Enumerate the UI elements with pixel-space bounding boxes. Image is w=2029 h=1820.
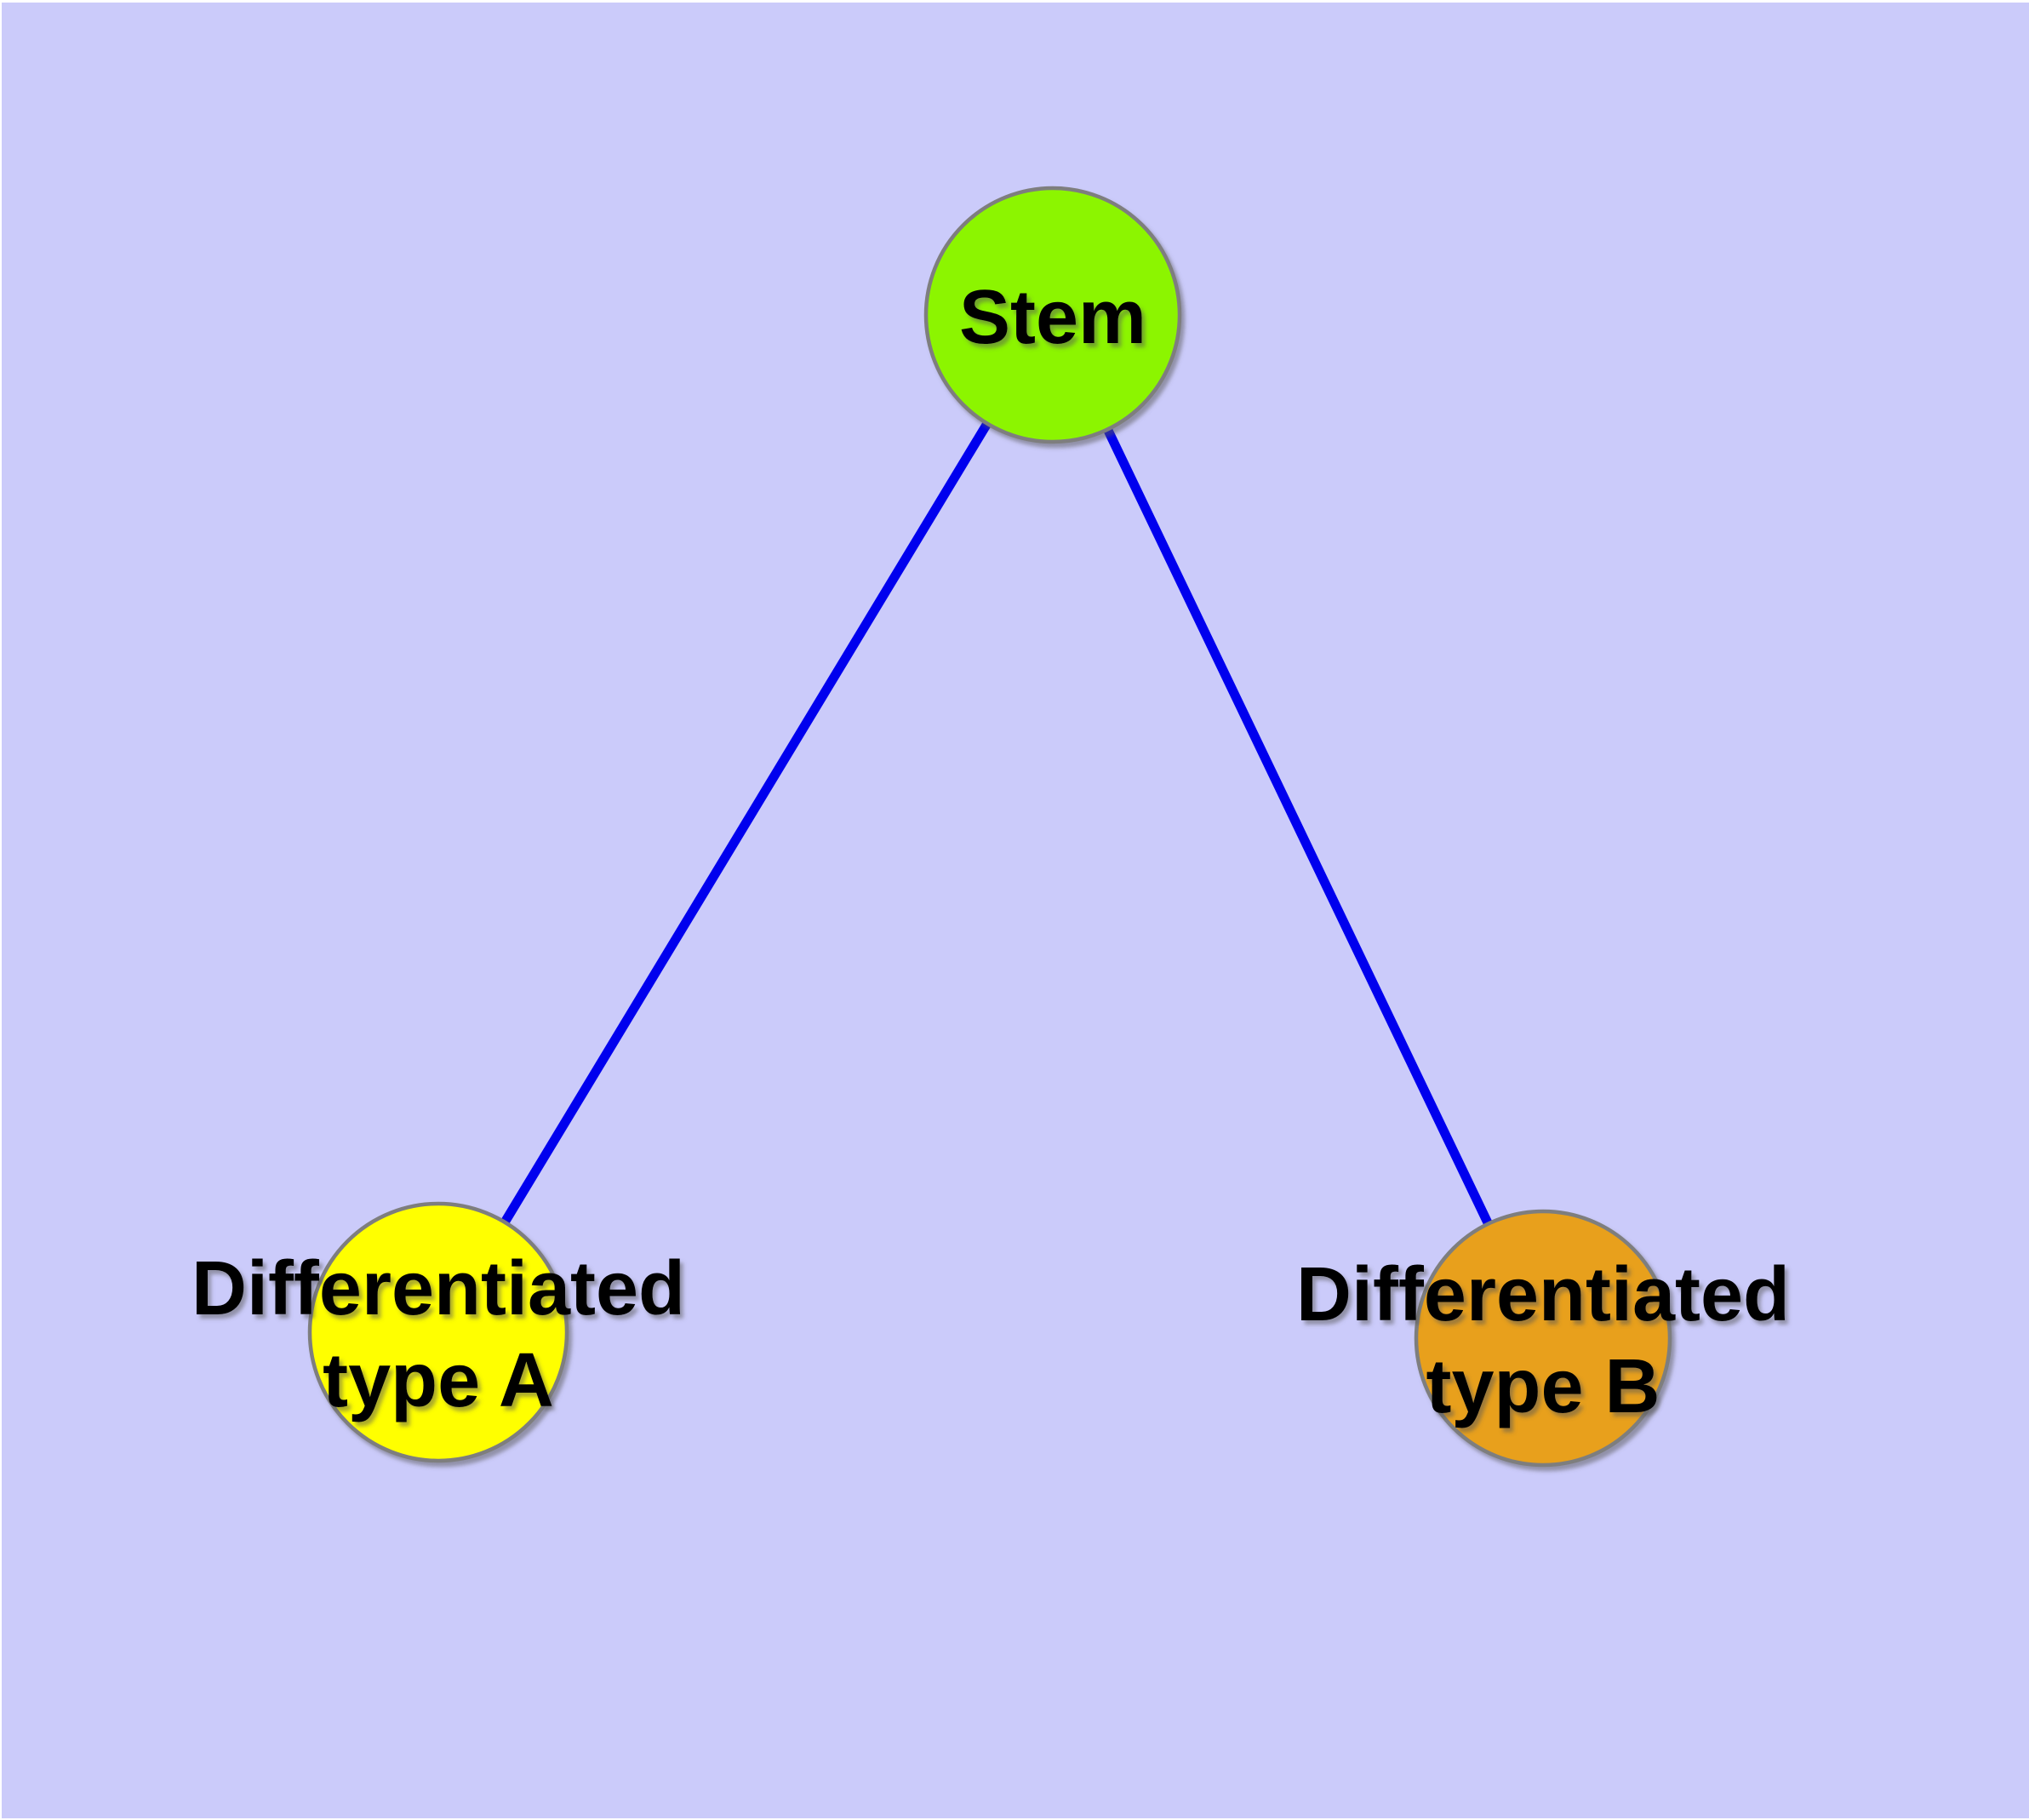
edge-stem-differentiated-type-a — [434, 312, 1057, 1335]
node-differentiated-type-a — [307, 1201, 569, 1463]
node-stem — [923, 186, 1182, 444]
edge-stem-differentiated-type-b — [1049, 312, 1547, 1341]
node-differentiated-type-b — [1414, 1209, 1672, 1468]
node-label-stem: Stem — [959, 275, 1146, 360]
